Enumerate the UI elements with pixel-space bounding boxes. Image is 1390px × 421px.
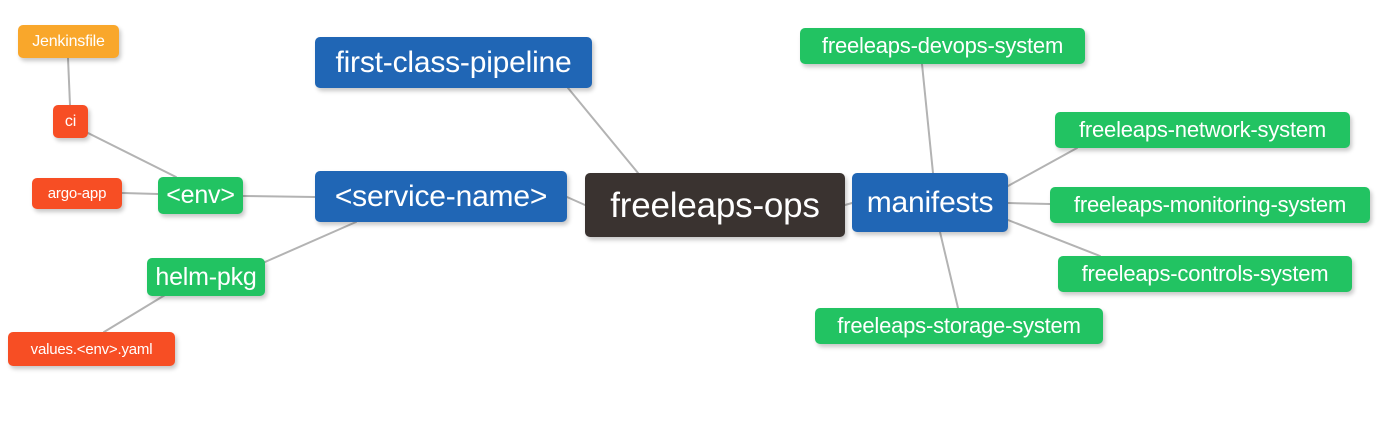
mindmap-node-ci[interactable]: ci: [53, 105, 88, 138]
edge-env-to-argo-app: [121, 192, 159, 195]
edge-freeleaps-ops-to-manifests: [844, 202, 853, 206]
mindmap-node-manifests[interactable]: manifests: [852, 173, 1008, 232]
edge-env-to-ci: [87, 132, 177, 178]
mindmap-node-freeleaps-devops-system[interactable]: freeleaps-devops-system: [800, 28, 1085, 64]
mindmap-node-env[interactable]: <env>: [158, 177, 243, 214]
edge-manifests-to-freeleaps-storage-system: [939, 231, 959, 309]
mindmap-node-freeleaps-monitoring-system[interactable]: freeleaps-monitoring-system: [1050, 187, 1370, 223]
edge-helm-pkg-to-values-env-yaml: [103, 294, 166, 333]
mindmap-node-freeleaps-network-system[interactable]: freeleaps-network-system: [1055, 112, 1350, 148]
edge-service-name-to-helm-pkg: [264, 221, 357, 263]
edge-ci-to-Jenkinsfile: [67, 57, 71, 106]
mindmap-node-helm-pkg[interactable]: helm-pkg: [147, 258, 265, 296]
mindmap-node-values-env-yaml[interactable]: values.<env>.yaml: [8, 332, 175, 366]
mindmap-node-service-name[interactable]: <service-name>: [315, 171, 567, 222]
mindmap-node-argo-app[interactable]: argo-app: [32, 178, 122, 209]
mindmap-node-freeleaps-controls-system[interactable]: freeleaps-controls-system: [1058, 256, 1352, 292]
edge-freeleaps-ops-to-service-name: [566, 196, 586, 206]
edge-manifests-to-freeleaps-devops-system: [921, 63, 934, 174]
mindmap-node-Jenkinsfile[interactable]: Jenkinsfile: [18, 25, 119, 58]
edge-manifests-to-freeleaps-monitoring-system: [1007, 202, 1051, 205]
mindmap-node-freeleaps-storage-system[interactable]: freeleaps-storage-system: [815, 308, 1103, 344]
edge-service-name-to-env: [242, 195, 316, 198]
edge-freeleaps-ops-to-first-class-pipeline: [567, 87, 639, 174]
mindmap-node-first-class-pipeline[interactable]: first-class-pipeline: [315, 37, 592, 88]
edge-manifests-to-freeleaps-controls-system: [1007, 219, 1101, 257]
mindmap-node-freeleaps-ops[interactable]: freeleaps-ops: [585, 173, 845, 237]
edge-manifests-to-freeleaps-network-system: [1007, 147, 1078, 187]
